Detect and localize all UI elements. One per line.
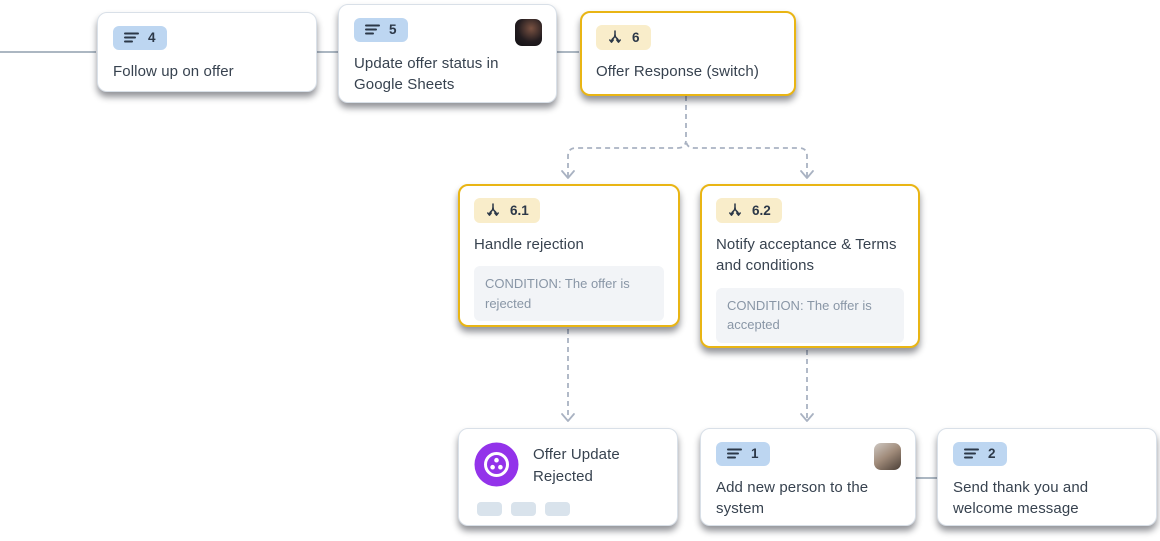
step-badge: 6.2 bbox=[716, 198, 782, 223]
step-badge: 6 bbox=[596, 25, 651, 50]
branch-icon bbox=[487, 203, 499, 216]
node-follow-up-on-offer[interactable]: 4 Follow up on offer bbox=[97, 12, 317, 92]
list-icon bbox=[964, 448, 979, 459]
node-title: Send thank you and welcome message bbox=[953, 478, 1089, 517]
button-app-icon bbox=[474, 442, 519, 487]
list-icon bbox=[124, 32, 139, 43]
node-update-offer-status[interactable]: 5 Update offer status in Google Sheets bbox=[338, 4, 557, 103]
condition-label: CONDITION: The offer is accepted bbox=[716, 287, 904, 343]
skeleton-placeholder bbox=[511, 501, 536, 516]
branch-icon bbox=[609, 30, 621, 43]
step-badge: 5 bbox=[354, 18, 408, 42]
skeleton-placeholder bbox=[545, 501, 570, 516]
step-number: 2 bbox=[988, 446, 996, 461]
step-number: 1 bbox=[751, 446, 759, 461]
node-send-thank-you[interactable]: 2 Send thank you and welcome message bbox=[937, 428, 1157, 526]
arrow-down-icon bbox=[800, 170, 814, 179]
arrow-down-icon bbox=[561, 170, 575, 179]
node-offer-response-switch[interactable]: 6 Offer Response (switch) bbox=[580, 11, 796, 96]
node-title: Handle rejection bbox=[474, 236, 584, 253]
arrow-down-icon bbox=[800, 413, 814, 422]
node-offer-update-rejected[interactable]: Offer Update Rejected bbox=[458, 428, 678, 526]
list-icon bbox=[365, 24, 380, 35]
step-number: 6.2 bbox=[752, 202, 771, 218]
node-title: Update offer status in Google Sheets bbox=[354, 54, 499, 93]
step-badge: 2 bbox=[953, 442, 1007, 466]
assignee-avatar bbox=[515, 19, 542, 46]
arrow-down-icon bbox=[561, 413, 575, 422]
node-title: Offer Response (switch) bbox=[596, 63, 759, 80]
skeleton-placeholder bbox=[477, 501, 502, 516]
node-notify-acceptance[interactable]: 6.2 Notify acceptance & Terms and condit… bbox=[700, 184, 920, 348]
skeleton-placeholders bbox=[477, 501, 662, 516]
step-number: 6.1 bbox=[510, 202, 529, 218]
step-badge: 1 bbox=[716, 442, 770, 466]
step-number: 6 bbox=[632, 29, 640, 45]
list-icon bbox=[727, 448, 742, 459]
step-badge: 4 bbox=[113, 26, 167, 50]
node-title: Offer Update Rejected bbox=[533, 446, 620, 485]
branch-icon bbox=[729, 203, 741, 216]
assignee-avatar bbox=[874, 443, 901, 470]
step-number: 5 bbox=[389, 22, 397, 37]
node-handle-rejection[interactable]: 6.1 Handle rejection CONDITION: The offe… bbox=[458, 184, 680, 327]
node-title: Follow up on offer bbox=[113, 62, 234, 80]
node-title: Notify acceptance & Terms and conditions bbox=[716, 236, 897, 275]
step-number: 4 bbox=[148, 30, 156, 45]
step-badge: 6.1 bbox=[474, 198, 540, 223]
node-add-new-person[interactable]: 1 Add new person to the system bbox=[700, 428, 916, 526]
node-title: Add new person to the system bbox=[716, 478, 869, 517]
condition-label: CONDITION: The offer is rejected bbox=[474, 266, 664, 322]
